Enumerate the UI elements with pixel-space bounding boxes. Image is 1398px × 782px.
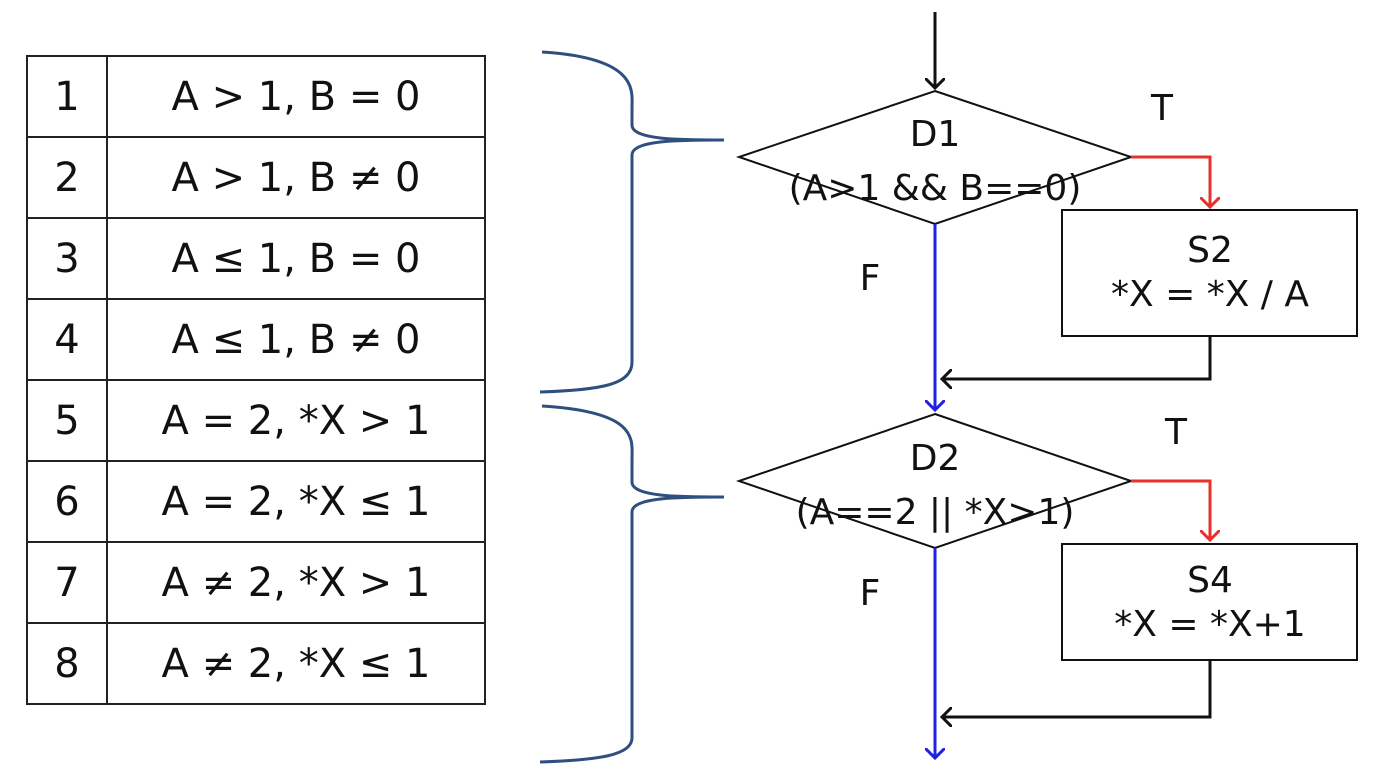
table-row: 6 A = 2, *X ≤ 1 <box>26 460 486 543</box>
d2-true-label: T <box>1164 412 1188 453</box>
row-condition: A ≠ 2, *X > 1 <box>106 541 486 624</box>
s2-merge-edge <box>942 336 1212 379</box>
condition-table: 1 A > 1, B = 0 2 A > 1, B ≠ 0 3 A ≤ 1, B… <box>26 55 486 705</box>
row-number: 4 <box>26 298 108 381</box>
statement-s2-box <box>1061 209 1358 337</box>
d1-false-label: F <box>860 258 881 299</box>
row-condition: A > 1, B ≠ 0 <box>106 136 486 219</box>
table-row: 3 A ≤ 1, B = 0 <box>26 217 486 300</box>
s4-merge-edge <box>942 660 1212 717</box>
brace-d2-conditions <box>539 404 725 764</box>
table-row: 1 A > 1, B = 0 <box>26 55 486 138</box>
d1-name-label: D1 <box>910 114 961 155</box>
row-condition: A ≤ 1, B ≠ 0 <box>106 298 486 381</box>
d2-false-label: F <box>860 573 881 614</box>
row-number: 8 <box>26 622 108 705</box>
d1-true-label: T <box>1150 88 1174 129</box>
table-row: 8 A ≠ 2, *X ≤ 1 <box>26 622 486 705</box>
table-row: 7 A ≠ 2, *X > 1 <box>26 541 486 624</box>
d1-true-edge <box>1131 155 1210 207</box>
row-number: 1 <box>26 55 108 138</box>
d2-name-label: D2 <box>910 438 961 479</box>
row-condition: A = 2, *X > 1 <box>106 379 486 462</box>
row-condition: A ≠ 2, *X ≤ 1 <box>106 622 486 705</box>
brace-d1-conditions <box>539 50 725 394</box>
d2-true-edge <box>1131 479 1210 540</box>
row-number: 5 <box>26 379 108 462</box>
row-number: 3 <box>26 217 108 300</box>
table-row: 4 A ≤ 1, B ≠ 0 <box>26 298 486 381</box>
d2-expression-label: (A==2 || *X>1) <box>796 492 1075 533</box>
row-number: 7 <box>26 541 108 624</box>
row-condition: A = 2, *X ≤ 1 <box>106 460 486 543</box>
s2-statement-label: *X = *X / A <box>1111 274 1309 315</box>
row-condition: A ≤ 1, B = 0 <box>106 217 486 300</box>
row-number: 6 <box>26 460 108 543</box>
d1-expression-label: (A>1 && B==0) <box>789 168 1082 209</box>
table-row: 2 A > 1, B ≠ 0 <box>26 136 486 219</box>
row-number: 2 <box>26 136 108 219</box>
s4-name-label: S4 <box>1187 560 1233 601</box>
s4-statement-label: *X = *X+1 <box>1114 604 1305 645</box>
row-condition: A > 1, B = 0 <box>106 55 486 138</box>
table-row: 5 A = 2, *X > 1 <box>26 379 486 462</box>
s2-name-label: S2 <box>1187 230 1233 271</box>
